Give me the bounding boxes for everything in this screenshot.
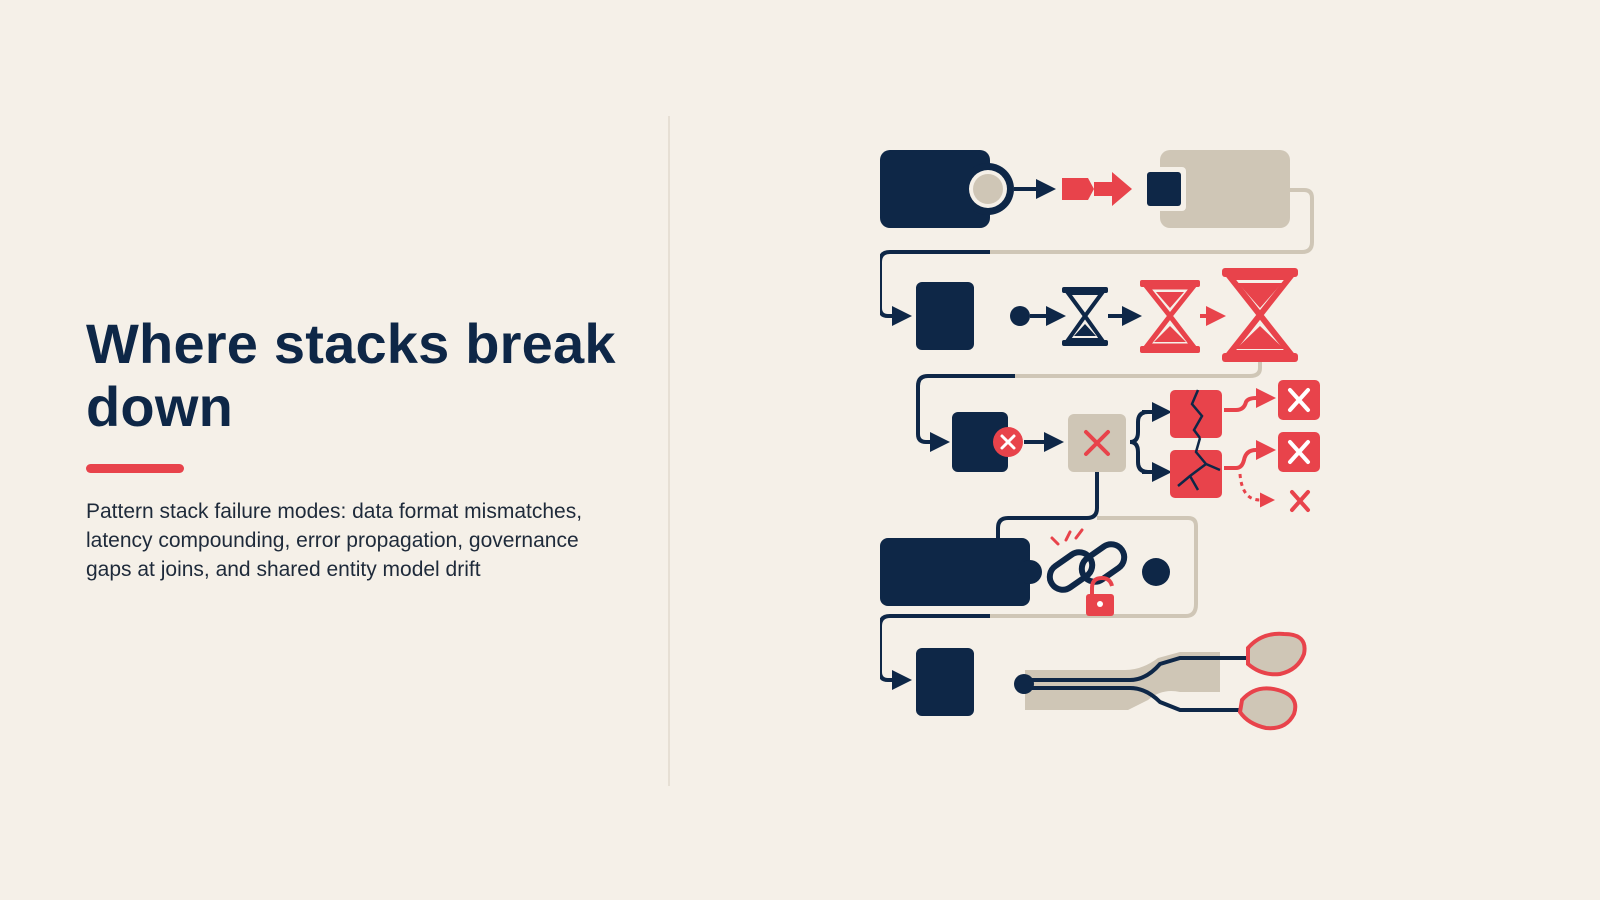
title-accent-bar xyxy=(86,464,184,473)
beige-connector-line xyxy=(990,516,1198,618)
cracked-block-icon xyxy=(1170,389,1222,498)
red-x-icon xyxy=(1278,380,1320,420)
error-badge-icon xyxy=(993,427,1023,457)
text-panel: Where stacks break down Pattern stack fa… xyxy=(86,312,626,584)
row-data-format-mismatch xyxy=(880,150,1290,228)
navy-square-icon xyxy=(1147,172,1181,206)
red-x-icon xyxy=(1290,490,1310,512)
navy-dot-icon xyxy=(1010,306,1030,326)
navy-connector-arrow xyxy=(880,250,990,326)
red-arrow-icon xyxy=(1094,172,1132,206)
slide-title: Where stacks break down xyxy=(86,312,616,438)
large-red-hourglass-icon xyxy=(1222,268,1298,362)
navy-block-icon xyxy=(916,282,974,350)
navy-dot-icon xyxy=(1142,558,1170,586)
diverging-lines-icon xyxy=(1014,652,1250,712)
navy-connector-arrow xyxy=(916,374,1015,452)
connector-nub-icon xyxy=(1018,560,1042,584)
navy-block-icon xyxy=(880,150,990,228)
red-x-icon xyxy=(1278,432,1320,472)
beige-x-block-icon xyxy=(1068,414,1126,472)
unlocked-padlock-icon xyxy=(1086,575,1114,616)
brace-connector xyxy=(1129,410,1149,474)
row-error-propagation xyxy=(952,380,1320,512)
navy-block-icon xyxy=(880,538,1030,606)
navy-block-icon xyxy=(916,648,974,716)
connector-circle-icon xyxy=(973,174,1003,204)
row-governance-gaps xyxy=(880,528,1170,616)
navy-connector-line xyxy=(996,472,1099,540)
slide-subtitle: Pattern stack failure modes: data format… xyxy=(86,500,583,581)
beige-connector-line xyxy=(1015,362,1262,378)
red-outlined-blob-icon xyxy=(1237,631,1307,731)
red-hourglass-icon xyxy=(1140,280,1200,353)
vertical-divider xyxy=(668,116,670,786)
stack-failure-illustration xyxy=(880,150,1320,731)
beige-block-icon xyxy=(1160,150,1290,228)
row-latency-compounding xyxy=(916,268,1298,362)
beige-connector-line xyxy=(990,188,1314,254)
row-entity-model-drift xyxy=(916,631,1307,731)
hourglass-icon xyxy=(1062,287,1108,346)
navy-block-icon xyxy=(952,412,1008,472)
navy-connector-arrow xyxy=(880,614,990,690)
broken-chain-link-icon xyxy=(1046,528,1128,593)
red-chevron-icon xyxy=(1062,178,1094,200)
